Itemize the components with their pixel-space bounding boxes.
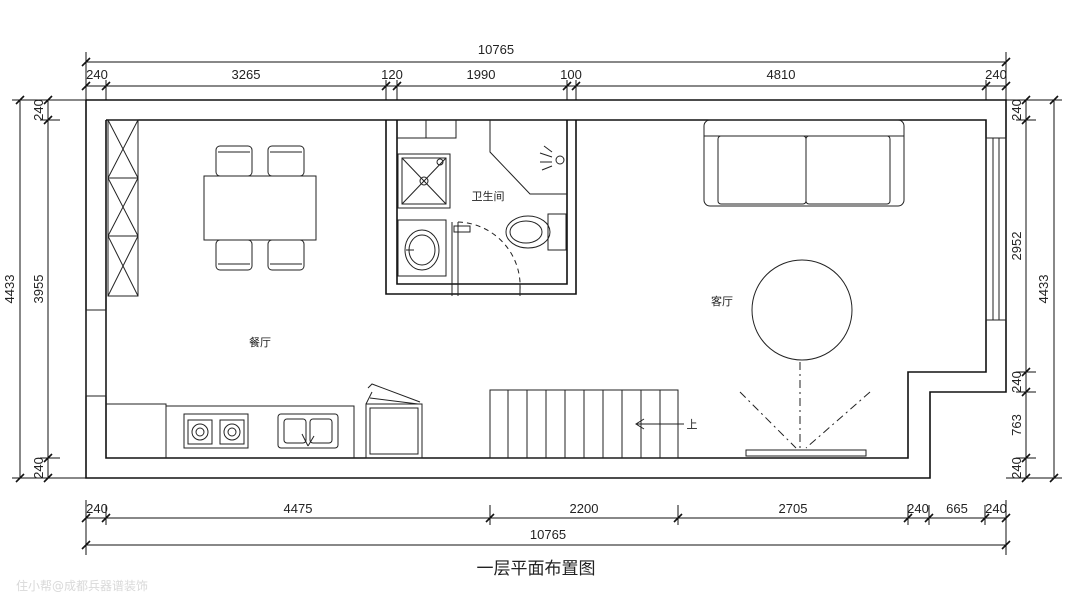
room-label-dining: 餐厅 xyxy=(249,335,271,349)
dim-right-total: 4433 xyxy=(1036,275,1051,304)
top-dimensions: 10765 240 3265 120 1990 100 4810 240 xyxy=(81,42,1011,100)
dim-right-seg: 2952 xyxy=(1009,232,1024,261)
stairs-arrow-icon xyxy=(635,418,684,430)
staircase xyxy=(489,389,684,459)
dining-table-set xyxy=(203,145,317,271)
wine-cabinet xyxy=(107,119,139,297)
left-dimensions: 4433 240 3955 240 xyxy=(2,95,86,483)
washbasin-icon xyxy=(397,219,447,277)
dim-top-seg: 3265 xyxy=(232,67,261,82)
bottom-dimensions: 240 4475 2200 2705 240 665 240 10765 xyxy=(81,500,1011,555)
tv-cabinet-icon xyxy=(739,362,871,457)
room-label-bathroom: 卫生间 xyxy=(472,189,505,203)
dim-left-seg: 3955 xyxy=(31,275,46,304)
watermark: 住小帮@成都兵器谱装饰 xyxy=(16,579,148,593)
plan-title: 一层平面布置图 xyxy=(477,559,596,579)
dim-right-seg: 240 xyxy=(1009,371,1024,393)
stairs-up-label: 上 xyxy=(687,418,698,431)
sofa-icon xyxy=(703,119,905,207)
dim-bottom-seg: 2200 xyxy=(570,501,599,516)
fridge-icon xyxy=(365,383,423,459)
kitchen-counter xyxy=(106,403,355,458)
dim-top-seg: 240 xyxy=(985,67,1007,82)
dim-right-seg: 763 xyxy=(1009,414,1024,436)
dim-bottom-seg: 240 xyxy=(907,501,929,516)
dim-left-seg: 240 xyxy=(31,99,46,121)
walls xyxy=(85,99,1007,479)
dim-left-seg: 240 xyxy=(31,457,46,479)
dim-bottom-seg: 240 xyxy=(86,501,108,516)
right-dimensions: 240 2952 240 763 240 4433 xyxy=(1006,95,1062,483)
dim-top-total: 10765 xyxy=(478,42,514,57)
kitchen-sink-icon xyxy=(277,413,339,449)
dim-top-seg: 120 xyxy=(381,67,403,82)
dim-top-seg: 100 xyxy=(560,67,582,82)
dim-right-seg: 240 xyxy=(1009,99,1024,121)
dim-right-seg: 240 xyxy=(1009,457,1024,479)
dim-top-seg: 240 xyxy=(86,67,108,82)
dim-top-seg: 1990 xyxy=(467,67,496,82)
round-table-icon xyxy=(751,259,853,361)
dim-bottom-seg: 4475 xyxy=(284,501,313,516)
dim-left-total: 4433 xyxy=(2,275,17,304)
bathroom xyxy=(385,120,577,296)
shower-icon xyxy=(397,153,451,209)
dim-top-seg: 4810 xyxy=(767,67,796,82)
stove-icon xyxy=(183,413,249,449)
room-label-living: 客厅 xyxy=(711,294,733,308)
shower-head-icon xyxy=(539,145,565,171)
dim-bottom-seg: 240 xyxy=(985,501,1007,516)
dim-bottom-total: 10765 xyxy=(530,527,566,542)
dim-bottom-seg: 2705 xyxy=(779,501,808,516)
toilet-icon xyxy=(505,213,567,251)
dim-bottom-seg: 665 xyxy=(946,501,968,516)
